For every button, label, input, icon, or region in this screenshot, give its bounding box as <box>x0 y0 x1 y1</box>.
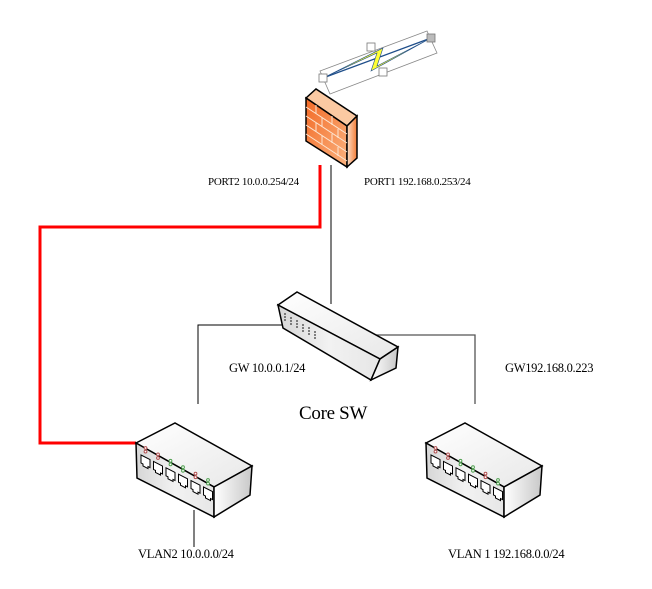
firewall-brick-icon[interactable] <box>304 88 359 169</box>
status-led-icon <box>168 462 173 467</box>
status-led-icon <box>483 475 488 480</box>
status-led-icon <box>181 468 185 473</box>
status-led-icon <box>168 458 173 463</box>
status-led-icon <box>206 481 210 486</box>
rj45-port-icon <box>178 473 188 489</box>
firewall-port1-label: PORT1 192.168.0.253/24 <box>364 176 471 188</box>
status-led-icon <box>483 471 488 476</box>
status-led-icon <box>446 456 450 460</box>
core-gw-vlan2-label: GW 10.0.0.1/24 <box>229 361 306 375</box>
status-led-icon <box>143 449 148 454</box>
status-led-icon <box>471 465 475 470</box>
rj45-port-icon <box>190 479 201 496</box>
vlan2-label: VLAN2 10.0.0.0/24 <box>138 547 234 561</box>
firewall-port2-label: PORT2 10.0.0.254/24 <box>208 176 299 188</box>
access-switch-vlan1-icon[interactable] <box>424 422 544 519</box>
status-led-icon <box>193 475 198 480</box>
rj45-port-icon <box>430 454 441 470</box>
ethernet-ports <box>140 446 213 502</box>
core-switch-label: Core SW <box>299 403 368 424</box>
rj45-port-icon <box>153 460 163 476</box>
core-to-vlan2-link <box>197 324 284 404</box>
status-led-icon <box>193 471 198 476</box>
status-led-icon <box>181 465 185 470</box>
status-led-icon <box>143 446 148 450</box>
rj45-port-icon <box>455 466 466 483</box>
status-led-icon <box>496 481 500 486</box>
status-led-icon <box>458 462 463 467</box>
rj45-port-icon <box>480 479 491 496</box>
vlan2-red-link <box>38 165 322 445</box>
status-led-icon <box>496 478 500 482</box>
status-led-icon <box>433 446 438 450</box>
status-led-icon <box>156 456 160 460</box>
lightning-bolt-icon[interactable] <box>318 30 438 95</box>
core-to-vlan1-link <box>376 334 476 404</box>
status-led-icon <box>433 449 438 454</box>
core-switch-icon[interactable] <box>276 291 400 382</box>
status-led-icon <box>156 452 160 457</box>
status-led-icon <box>471 468 475 473</box>
rj45-port-icon <box>203 486 213 502</box>
rj45-port-icon <box>443 460 453 476</box>
status-led-icon <box>458 458 463 463</box>
core-gw-vlan1-label: GW192.168.0.223 <box>505 361 594 375</box>
rj45-port-icon <box>468 473 478 489</box>
rj45-port-icon <box>140 454 151 470</box>
access-switch-vlan2-icon[interactable] <box>134 422 254 519</box>
status-led-icon <box>446 452 450 457</box>
ethernet-ports <box>430 446 503 502</box>
rj45-port-icon <box>165 466 176 483</box>
vlan1-label: VLAN 1 192.168.0.0/24 <box>448 547 565 561</box>
status-led-icon <box>206 478 210 482</box>
rj45-port-icon <box>493 486 503 502</box>
